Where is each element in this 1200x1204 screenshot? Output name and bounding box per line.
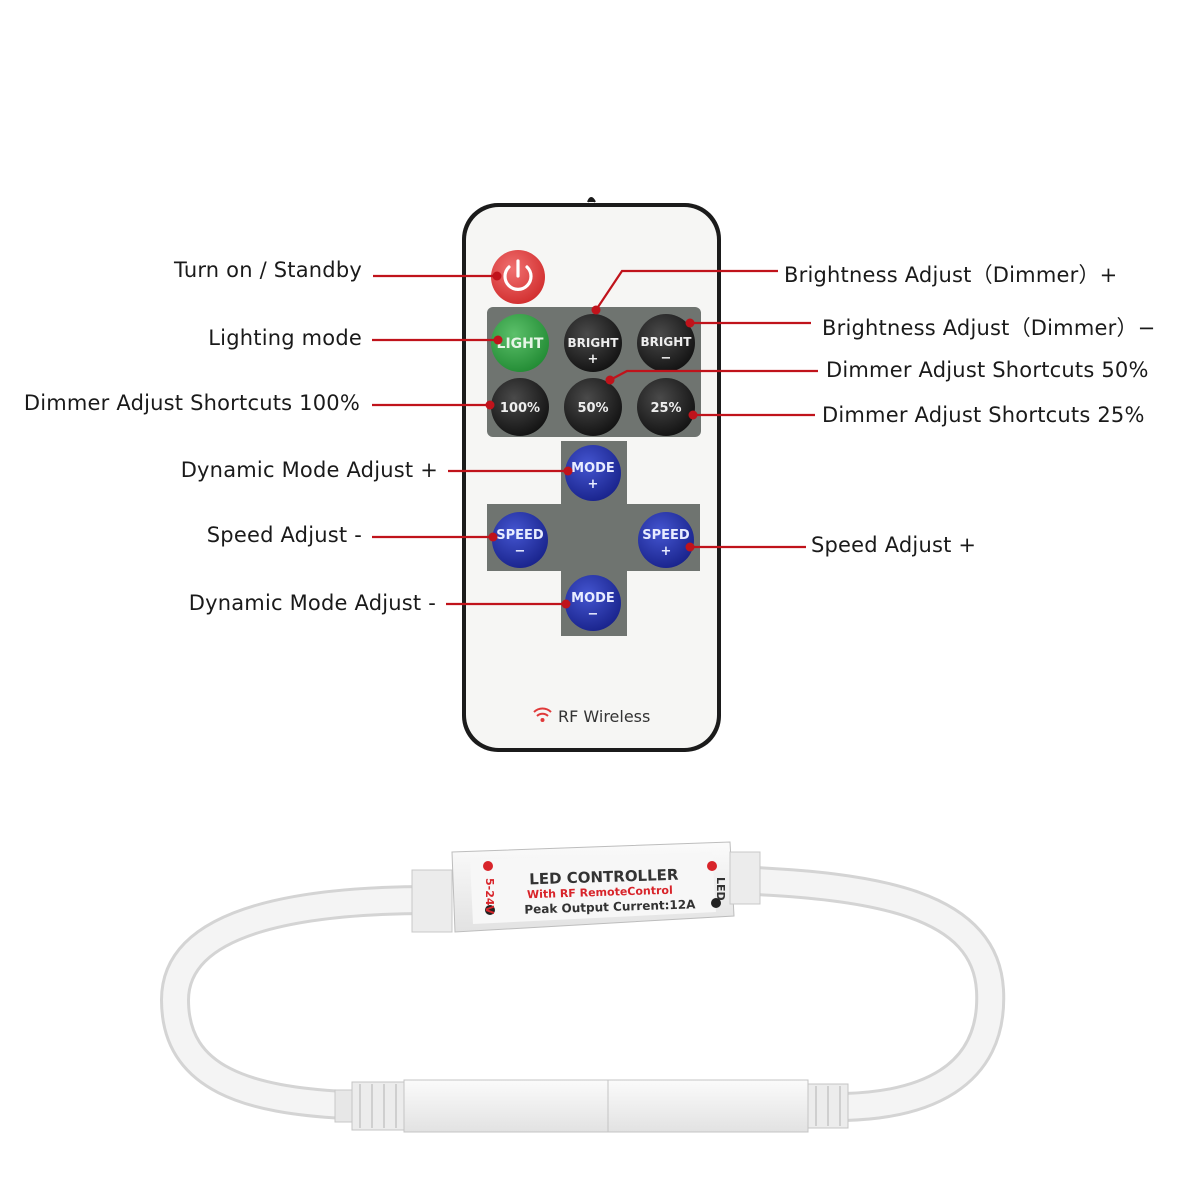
rf-wireless-label: RF Wireless — [558, 707, 650, 726]
p100-label: 100% — [500, 401, 540, 416]
input-marker-icon — [483, 861, 493, 871]
cross-button-panel — [487, 441, 700, 636]
label-bright-minus: Brightness Adjust（Dimmer）− — [822, 316, 1156, 340]
bright-minus-label: BRIGHT — [641, 335, 693, 349]
label-turn-on: Turn on / Standby — [173, 258, 362, 282]
power-button[interactable] — [491, 250, 545, 304]
label-dynamic-plus: Dynamic Mode Adjust + — [180, 458, 438, 482]
label-dimmer-100: Dimmer Adjust Shortcuts 100% — [23, 391, 360, 415]
label-lighting-mode: Lighting mode — [208, 326, 362, 350]
label-speed-plus: Speed Adjust + — [811, 533, 977, 557]
bright-plus-label: BRIGHT — [568, 336, 620, 350]
rf-wireless-footer: RF Wireless — [533, 707, 650, 726]
label-bright-plus: Brightness Adjust（Dimmer）+ — [784, 263, 1118, 287]
p25-label: 25% — [650, 401, 681, 416]
dc-connector — [334, 1079, 849, 1133]
power-icon — [503, 259, 533, 291]
bright-minus-sign: − — [661, 351, 672, 366]
mode-plus-sign: + — [588, 477, 599, 492]
bright-minus-button[interactable]: BRIGHT − — [637, 314, 695, 372]
speed-plus-sign: + — [661, 544, 672, 559]
bright-plus-button[interactable]: BRIGHT + — [564, 314, 622, 372]
callout-lines — [372, 269, 818, 606]
mode-minus-button[interactable]: MODE − — [565, 575, 621, 631]
output-ground-icon — [711, 898, 721, 908]
callout-dimmer-50 — [609, 369, 818, 381]
controller-output-label: LED — [714, 877, 727, 901]
p50-label: 50% — [577, 401, 608, 416]
speed-plus-label: SPEED — [642, 528, 690, 543]
label-speed-minus: Speed Adjust - — [206, 523, 362, 547]
led-controller-assembly: 5-24V LED LED CONTROLLER With RF RemoteC… — [159, 841, 1006, 1133]
callout-dots — [485, 271, 698, 609]
p25-button[interactable]: 25% — [637, 378, 695, 436]
output-marker-icon — [707, 861, 717, 871]
label-dynamic-minus: Dynamic Mode Adjust - — [188, 591, 436, 615]
mode-plus-label: MODE — [571, 461, 615, 476]
light-button[interactable]: LIGHT — [491, 314, 549, 372]
speed-plus-button[interactable]: SPEED + — [638, 512, 694, 568]
mode-minus-label: MODE — [571, 591, 615, 606]
controller-subtitle: With RF RemoteControl — [527, 884, 673, 902]
speed-minus-sign: − — [515, 544, 526, 559]
wifi-icon — [533, 707, 552, 722]
controller-input-label: 5-24V — [483, 878, 496, 915]
input-ground-icon — [485, 905, 495, 915]
mode-plus-button[interactable]: MODE + — [565, 445, 621, 501]
controller-title: LED CONTROLLER — [529, 866, 679, 889]
light-button-label: LIGHT — [497, 336, 544, 352]
label-dimmer-25: Dimmer Adjust Shortcuts 25% — [822, 403, 1145, 427]
remote-control: LIGHT BRIGHT + BRIGHT − 100% 50% 25% — [462, 197, 721, 752]
label-dimmer-50: Dimmer Adjust Shortcuts 50% — [826, 358, 1149, 382]
speed-minus-label: SPEED — [496, 528, 544, 543]
p100-button[interactable]: 100% — [491, 378, 549, 436]
speed-minus-button[interactable]: SPEED − — [492, 512, 548, 568]
p50-button[interactable]: 50% — [564, 378, 622, 436]
bright-plus-sign: + — [588, 352, 599, 367]
controller-spec: Peak Output Current:12A — [524, 897, 696, 916]
controller-body: 5-24V LED LED CONTROLLER With RF RemoteC… — [411, 841, 761, 933]
callout-bright-plus — [595, 269, 778, 311]
mode-minus-sign: − — [588, 607, 599, 622]
